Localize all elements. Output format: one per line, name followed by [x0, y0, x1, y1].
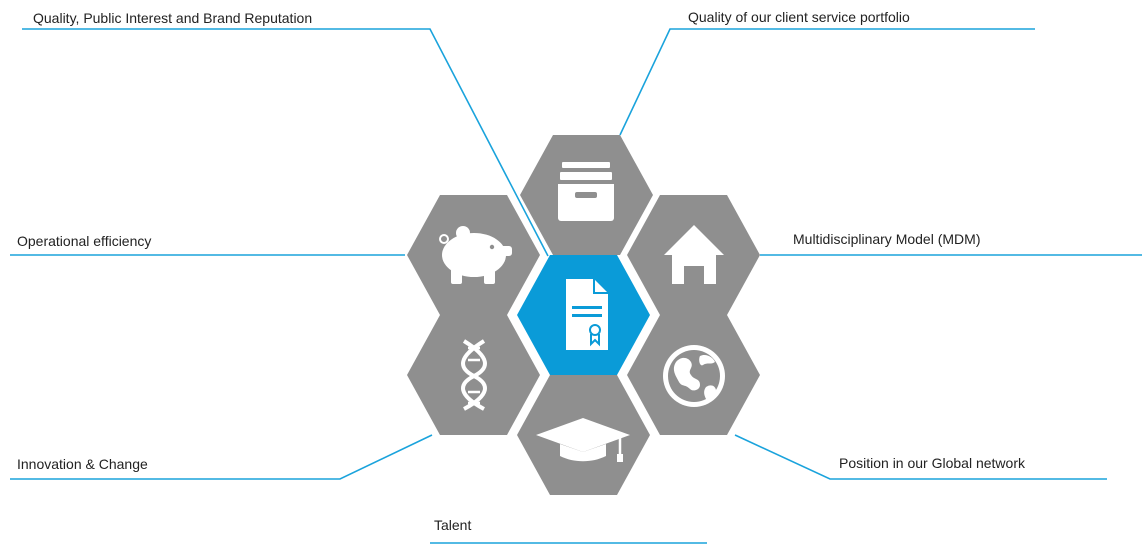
label-operational-efficiency: Operational efficiency [17, 233, 151, 249]
file-cabinet-icon [558, 162, 614, 221]
graduation-cap-icon [536, 418, 630, 462]
hexagon-mdm [627, 195, 760, 315]
hexagon-talent [517, 375, 650, 495]
hexagon-cluster [407, 135, 760, 495]
label-global-network: Position in our Global network [839, 455, 1026, 471]
hexagon-quality-reputation [517, 255, 650, 375]
label-innovation-change: Innovation & Change [17, 456, 148, 472]
connector-global-network [734, 434, 1107, 480]
label-mdm: Multidisciplinary Model (MDM) [793, 231, 980, 247]
certificate-document-icon [566, 279, 608, 350]
label-quality-reputation: Quality, Public Interest and Brand Reput… [33, 10, 312, 26]
house-icon [664, 225, 724, 284]
globe-icon [663, 345, 725, 407]
connector-innovation [10, 434, 433, 480]
connector-quality-reputation [22, 28, 549, 257]
piggy-bank-icon [439, 226, 512, 284]
hexagon-innovation [407, 315, 540, 435]
connector-client-service [619, 28, 1035, 136]
hexagon-client-service [520, 135, 653, 255]
dna-icon [461, 339, 487, 411]
hexagon-operational [407, 195, 540, 315]
labels: Quality, Public Interest and Brand Reput… [17, 9, 1026, 533]
label-client-service: Quality of our client service portfolio [688, 9, 910, 25]
label-talent: Talent [434, 517, 471, 533]
connectors [10, 28, 1142, 544]
hexagon-global-network [627, 315, 760, 435]
